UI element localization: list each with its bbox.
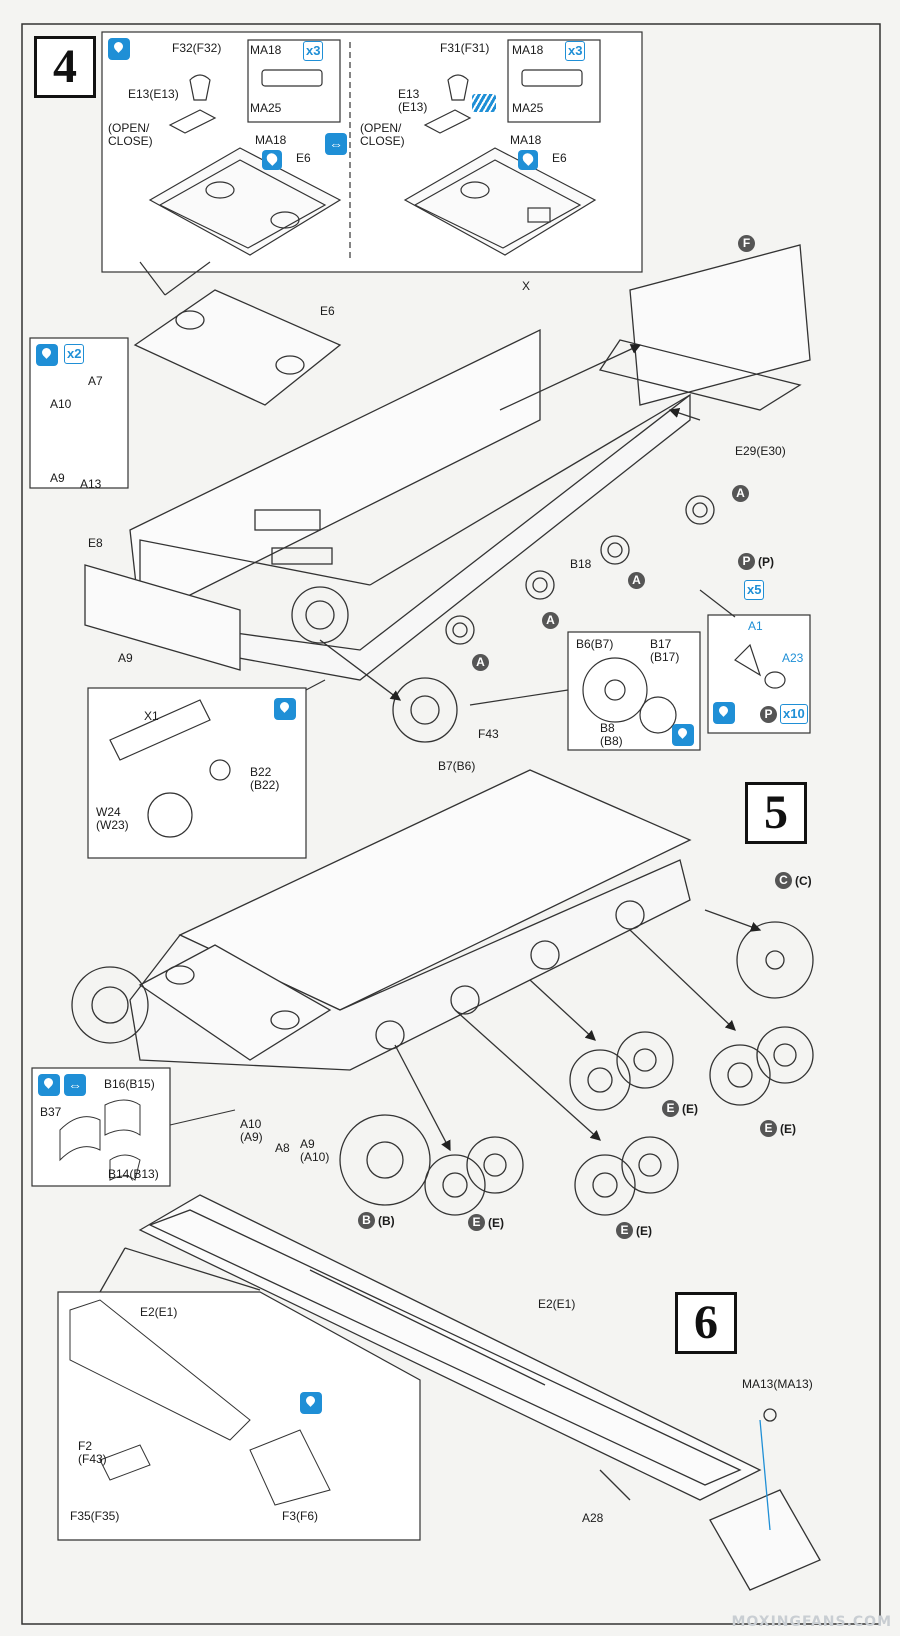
label-open-close: (OPEN/ CLOSE)	[108, 121, 153, 148]
label-a1: A1	[748, 619, 763, 633]
label-ma25: MA25	[250, 101, 282, 115]
label-ma13: MA13(MA13)	[742, 1377, 813, 1391]
label-b22: B22 (B22)	[250, 765, 280, 792]
label-f43: F43	[478, 727, 499, 741]
paint-brush-icon	[300, 1392, 322, 1414]
label-e2-main: E2(E1)	[538, 1297, 576, 1311]
step-number-4: 4	[34, 36, 96, 98]
part-tree-f: F	[738, 235, 755, 252]
label-b-pair: (B)	[378, 1214, 395, 1228]
step5-hull-drawing	[71, 769, 814, 1216]
label-f32: F32(F32)	[172, 41, 222, 55]
label-e-pair-4: (E)	[636, 1224, 652, 1238]
part-tree-a-2: A	[628, 572, 645, 589]
label-b16: B16(B15)	[104, 1077, 155, 1091]
label-e-pair-1: (E)	[682, 1102, 698, 1116]
part-tree-e-4: E	[616, 1222, 633, 1239]
mirror-side-icon: ⇔	[64, 1074, 86, 1096]
label-b7: B7(B6)	[438, 759, 476, 773]
part-tree-p: P	[738, 553, 755, 570]
part-tree-e-1: E	[662, 1100, 679, 1117]
label-a23: A23	[782, 651, 804, 665]
label-ma18-right: MA18	[510, 133, 542, 147]
label-x1: X1	[144, 709, 159, 723]
label-a10: A10	[50, 397, 72, 411]
mirror-side-icon: ⇔	[325, 133, 347, 155]
step-number-5: 5	[745, 782, 807, 844]
label-b37: B37	[40, 1105, 62, 1119]
label-a9: A9	[118, 651, 133, 665]
label-f31: F31(F31)	[440, 41, 490, 55]
multiplier-badge-x10: x10	[780, 704, 808, 724]
paint-brush-icon	[713, 702, 735, 724]
step4-detail-panel	[101, 31, 643, 273]
part-tree-e-3: E	[468, 1214, 485, 1231]
label-e2-panel: E2(E1)	[140, 1305, 178, 1319]
part-tree-a-4: A	[472, 654, 489, 671]
label-ma25-right: MA25	[512, 101, 544, 115]
label-e6-left: E6	[296, 151, 311, 165]
label-e13-right: E13 (E13)	[398, 87, 428, 114]
part-tree-a-3: A	[542, 612, 559, 629]
label-a9-panel: A9	[50, 471, 65, 485]
multiplier-badge-x5: x5	[744, 580, 765, 600]
label-b6: B6(B7)	[576, 637, 614, 651]
label-a13: A13	[80, 477, 102, 491]
part-tree-b: B	[358, 1212, 375, 1229]
multiplier-badge: x3	[303, 41, 324, 61]
label-a9-step5: A9 (A10)	[300, 1137, 330, 1164]
label-a7: A7	[88, 374, 103, 388]
label-b17: B17 (B17)	[650, 637, 680, 664]
watermark: MOXINGFANS.COM	[731, 1614, 892, 1630]
glue-drop-icon	[518, 150, 538, 170]
label-a8: A8	[275, 1141, 290, 1155]
step6-drawing	[99, 1194, 821, 1591]
label-c-pair: (C)	[795, 874, 812, 888]
step-number-6: 6	[675, 1292, 737, 1354]
label-b18: B18	[570, 557, 592, 571]
step6-detail-panel	[57, 1291, 421, 1541]
multiplier-badge-right: x3	[565, 41, 586, 61]
label-open-close-right: (OPEN/ CLOSE)	[360, 121, 405, 148]
label-e-pair-2: (E)	[780, 1122, 796, 1136]
label-a28: A28	[582, 1511, 604, 1525]
glue-drop-icon	[262, 150, 282, 170]
label-ma18-top-right: MA18	[512, 43, 544, 57]
label-e8: E8	[88, 536, 103, 550]
paint-brush-icon	[672, 724, 694, 746]
label-ma18: MA18	[255, 133, 287, 147]
label-f2: F2 (F43)	[78, 1439, 107, 1466]
label-ma18-top: MA18	[250, 43, 282, 57]
part-tree-p-panel: P	[760, 706, 777, 723]
step4-hull-drawing	[59, 244, 811, 743]
part-tree-a-1: A	[732, 485, 749, 502]
label-f35: F35(F35)	[70, 1509, 120, 1523]
part-tree-c: C	[775, 872, 792, 889]
paint-brush-icon	[108, 38, 130, 60]
label-e-pair-3: (E)	[488, 1216, 504, 1230]
label-b14: B14(B13)	[108, 1167, 159, 1181]
paint-brush-icon	[274, 698, 296, 720]
label-b8: B8 (B8)	[600, 721, 623, 748]
label-e13: E13(E13)	[128, 87, 179, 101]
label-x: X	[522, 279, 531, 293]
clear-part-icon	[472, 94, 496, 112]
label-w24: W24 (W23)	[96, 805, 129, 832]
label-e6-hull: E6	[320, 304, 335, 318]
part-tree-e-2: E	[760, 1120, 777, 1137]
label-e29: E29(E30)	[735, 444, 786, 458]
label-e6-right: E6	[552, 151, 567, 165]
paint-brush-icon	[38, 1074, 60, 1096]
label-f3: F3(F6)	[282, 1509, 318, 1523]
label-p-pair: (P)	[758, 555, 774, 569]
paint-brush-icon	[36, 344, 58, 366]
multiplier-badge-x2: x2	[64, 344, 85, 364]
label-a10-step5: A10 (A9)	[240, 1117, 263, 1144]
